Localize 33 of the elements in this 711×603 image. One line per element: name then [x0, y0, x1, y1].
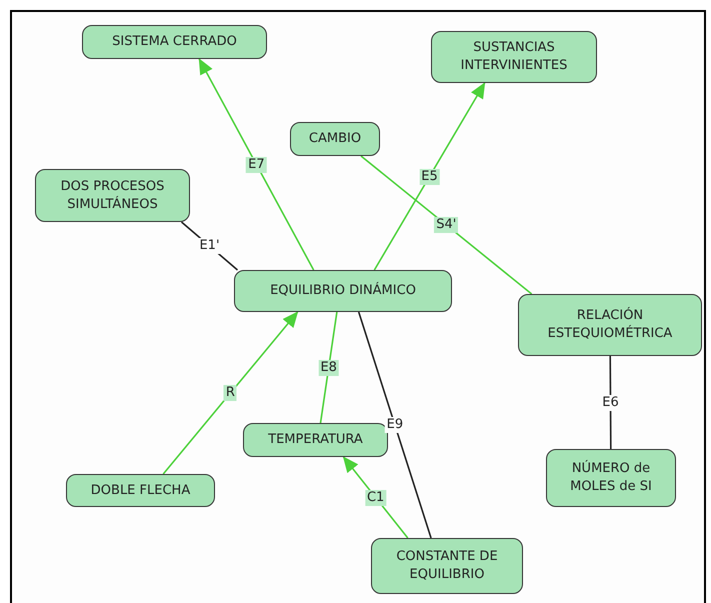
concept-text: CONSTANTE DE EQUILIBRIO: [395, 548, 499, 584]
concept-box: [518, 294, 702, 356]
concept-text: EQUILIBRIO DINÁMICO: [270, 282, 416, 300]
edge-label: E9: [384, 417, 406, 433]
concept-text: CAMBIO: [308, 130, 362, 148]
connector-line: [342, 456, 408, 538]
edge-label: E1': [197, 238, 222, 254]
concept-text: DOS PROCESOS SIMULTÁNEOS: [60, 178, 166, 214]
connector-line: [360, 155, 532, 295]
concept-box: [290, 122, 380, 156]
concept-text: DOBLE FLECHA: [90, 482, 190, 500]
concept-box: [66, 474, 215, 507]
concept-box: [234, 270, 452, 312]
concept-text: NÚMERO de MOLES de SI: [569, 460, 653, 496]
connector-line: [374, 82, 486, 270]
concept-text: SUSTANCIAS INTERVINIENTES: [460, 39, 568, 75]
edge-label: R: [224, 385, 237, 401]
concept-text: RELACIÓN ESTEQUIOMÉTRICA: [546, 307, 674, 343]
concept-text: TEMPERATURA: [268, 431, 363, 449]
connector-line: [609, 356, 612, 449]
connector-line: [320, 312, 338, 424]
concept-box: [82, 25, 267, 59]
concept-box: [546, 449, 676, 507]
connector-line: [162, 311, 298, 475]
concept-text: SISTEMA CERRADO: [112, 33, 237, 51]
concept-box: [371, 538, 523, 594]
concept-box: [431, 31, 597, 83]
concept-box: [243, 423, 388, 457]
edge-label: S4': [434, 217, 458, 233]
connector-line: [358, 312, 432, 538]
concept-box: [35, 169, 190, 222]
edge-label: E7: [246, 156, 267, 172]
connector-line: [198, 58, 314, 270]
